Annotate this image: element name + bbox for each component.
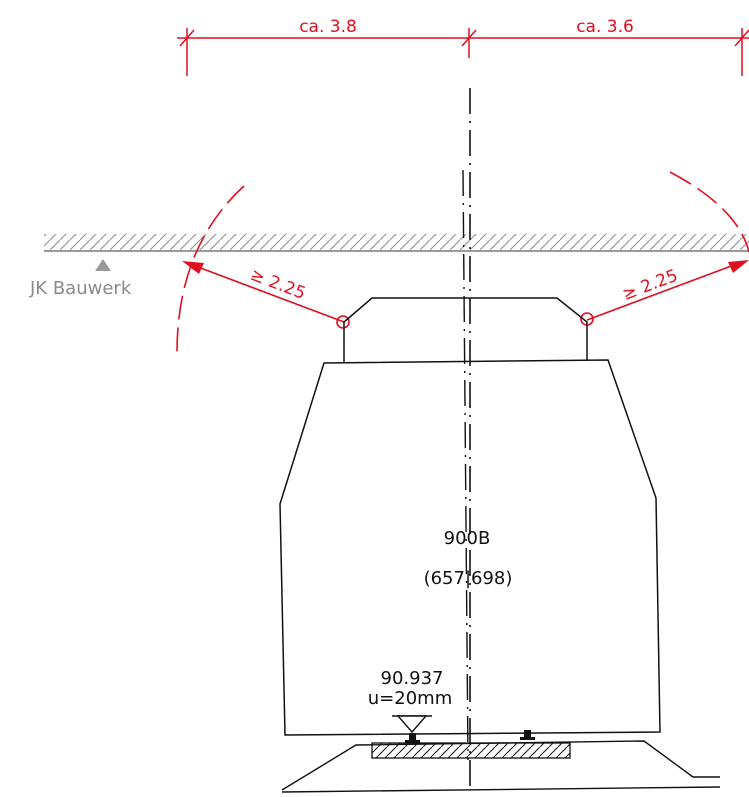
right-clearance-label: ≥ 2.25: [620, 266, 681, 305]
right-width-dimension-label: ca. 3.6: [576, 17, 634, 37]
track-level-marker-icon: [396, 715, 428, 734]
left-clearance-label: ≥ 2.25: [247, 265, 308, 304]
rail-left: [405, 733, 420, 743]
formation-level-line: [281, 786, 721, 793]
vehicle-type-label: 900B: [444, 528, 491, 549]
vehicle-centerline-offset: [462, 169, 469, 761]
left-width-dimension-label: ca. 3.8: [299, 17, 357, 37]
structure-soffit-hatch: [44, 234, 749, 251]
vehicle-roof-outline: [343, 297, 588, 362]
width-dimension-chain: [177, 28, 749, 76]
vehicle-body-outline: [279, 359, 661, 736]
rail-right: [520, 730, 535, 740]
left-pantograph-point-icon: [336, 315, 350, 329]
track-sleeper: [371, 742, 571, 759]
soffit-level-marker-icon: [95, 259, 111, 271]
track-level-label: 90.937: [381, 668, 444, 689]
soffit-label: JK Bauwerk: [29, 278, 132, 299]
vehicle-ids-label: (657|698): [424, 568, 513, 589]
right-clearance-arc: [669, 171, 749, 253]
ballast-bed-outline: [281, 740, 720, 791]
track-cant-label: u=20mm: [368, 688, 452, 709]
left-clearance-arc: [176, 185, 245, 357]
left-clearance-dimension: [182, 261, 350, 329]
